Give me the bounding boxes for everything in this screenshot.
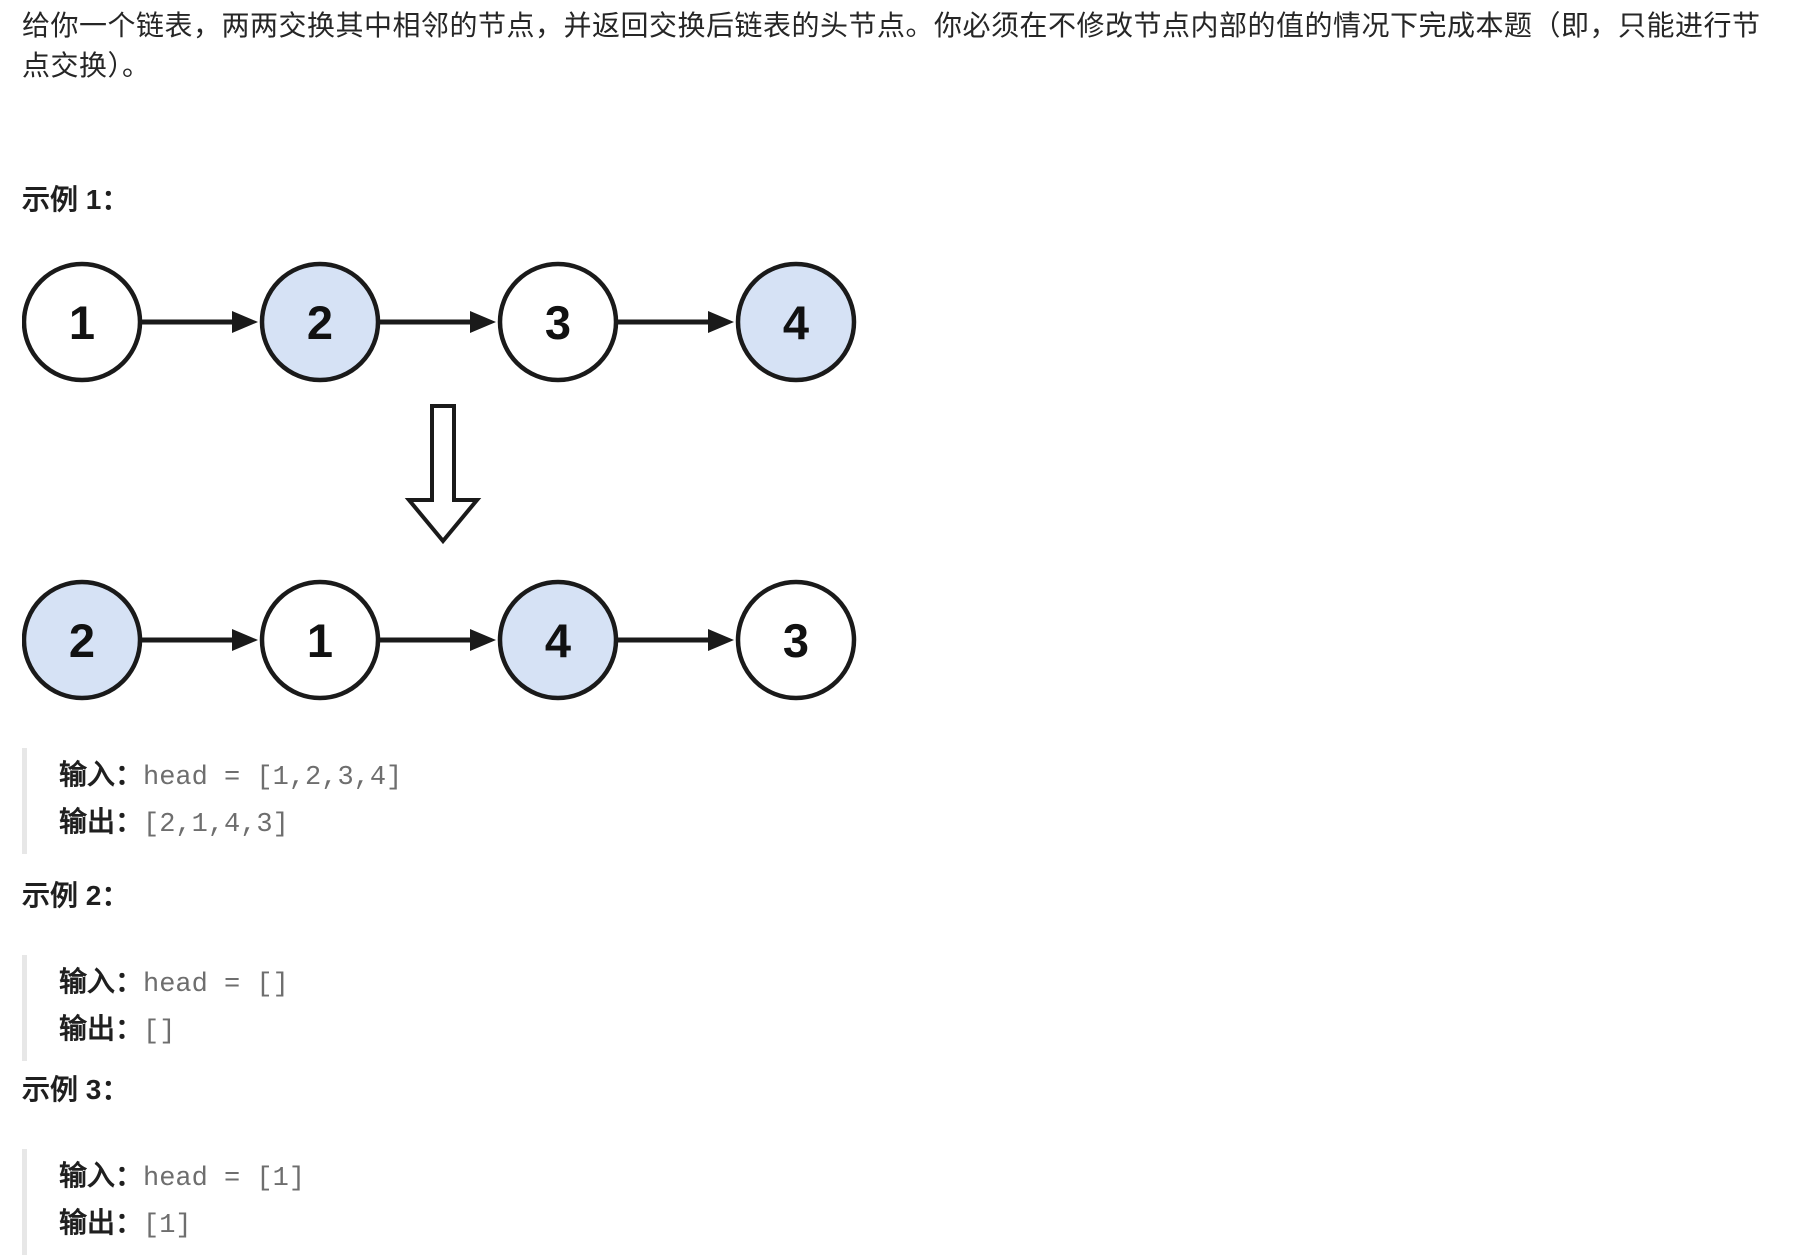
example-3-output-line: 输出：[1]	[59, 1202, 1772, 1249]
problem-statement: 给你一个链表，两两交换其中相邻的节点，并返回交换后链表的头节点。你必须在不修改节…	[22, 10, 1761, 81]
linked-list-svg: 1 2 3 4 2	[22, 261, 857, 701]
example-1-input-value: head = [1,2,3,4]	[143, 763, 403, 793]
next-pointer-arrowhead-icon	[232, 629, 258, 651]
example-3-output-value: [1]	[143, 1211, 192, 1241]
node-circle	[259, 261, 381, 383]
node-circle	[22, 579, 143, 701]
example-1-heading: 示例 1：	[22, 184, 130, 215]
output-label: 输出：	[59, 806, 144, 837]
example-1-output-line: 输出：[2,1,4,3]	[59, 801, 1772, 848]
example-1-output-value: [2,1,4,3]	[143, 810, 289, 840]
node-circle	[497, 579, 619, 701]
node-circle	[735, 261, 857, 383]
next-pointer-arrowhead-icon	[232, 311, 258, 333]
example-1-input-line: 输入：head = [1,2,3,4]	[59, 754, 1772, 801]
node-circle	[497, 261, 619, 383]
node-value: 4	[545, 614, 571, 667]
next-pointer-arrowhead-icon	[470, 629, 496, 651]
input-label: 输入：	[59, 966, 144, 997]
node-value: 3	[545, 296, 571, 349]
example-2-heading: 示例 2：	[22, 880, 130, 911]
next-pointer-arrowhead-icon	[708, 629, 734, 651]
node-value: 2	[307, 296, 333, 349]
example-3-input-value: head = [1]	[143, 1164, 306, 1194]
example-3-input-line: 输入：head = [1]	[59, 1155, 1772, 1202]
example-2-output-line: 输出：[]	[59, 1008, 1772, 1055]
node-circle	[735, 579, 857, 701]
node-value: 4	[783, 296, 809, 349]
output-label: 输出：	[59, 1013, 144, 1044]
example-3-io-block: 输入：head = [1] 输出：[1]	[22, 1149, 1772, 1255]
transform-down-arrow-icon	[404, 404, 482, 545]
next-pointer-arrowhead-icon	[708, 311, 734, 333]
input-label: 输入：	[59, 759, 144, 790]
node-value: 1	[69, 296, 95, 349]
node-circle	[22, 261, 143, 383]
example-3-heading: 示例 3：	[22, 1074, 130, 1105]
list-before: 1 2 3 4	[22, 261, 857, 383]
next-pointer-arrowhead-icon	[470, 311, 496, 333]
example-2-input-value: head = []	[143, 970, 289, 1000]
example-2-output-value: []	[143, 1017, 176, 1047]
list-after: 2 1 4 3	[22, 579, 857, 701]
node-value: 1	[307, 614, 333, 667]
example-1-io-block: 输入：head = [1,2,3,4] 输出：[2,1,4,3]	[22, 748, 1772, 854]
example-2-input-line: 输入：head = []	[59, 961, 1772, 1008]
linked-list-diagram: 1 2 3 4 2	[22, 214, 1772, 720]
output-label: 输出：	[59, 1207, 144, 1238]
input-label: 输入：	[59, 1160, 144, 1191]
problem-page: 给你一个链表，两两交换其中相邻的节点，并返回交换后链表的头节点。你必须在不修改节…	[22, 10, 1772, 1255]
node-value: 2	[69, 614, 95, 667]
example-2-io-block: 输入：head = [] 输出：[]	[22, 955, 1772, 1061]
node-value: 3	[783, 614, 809, 667]
node-circle	[259, 579, 381, 701]
